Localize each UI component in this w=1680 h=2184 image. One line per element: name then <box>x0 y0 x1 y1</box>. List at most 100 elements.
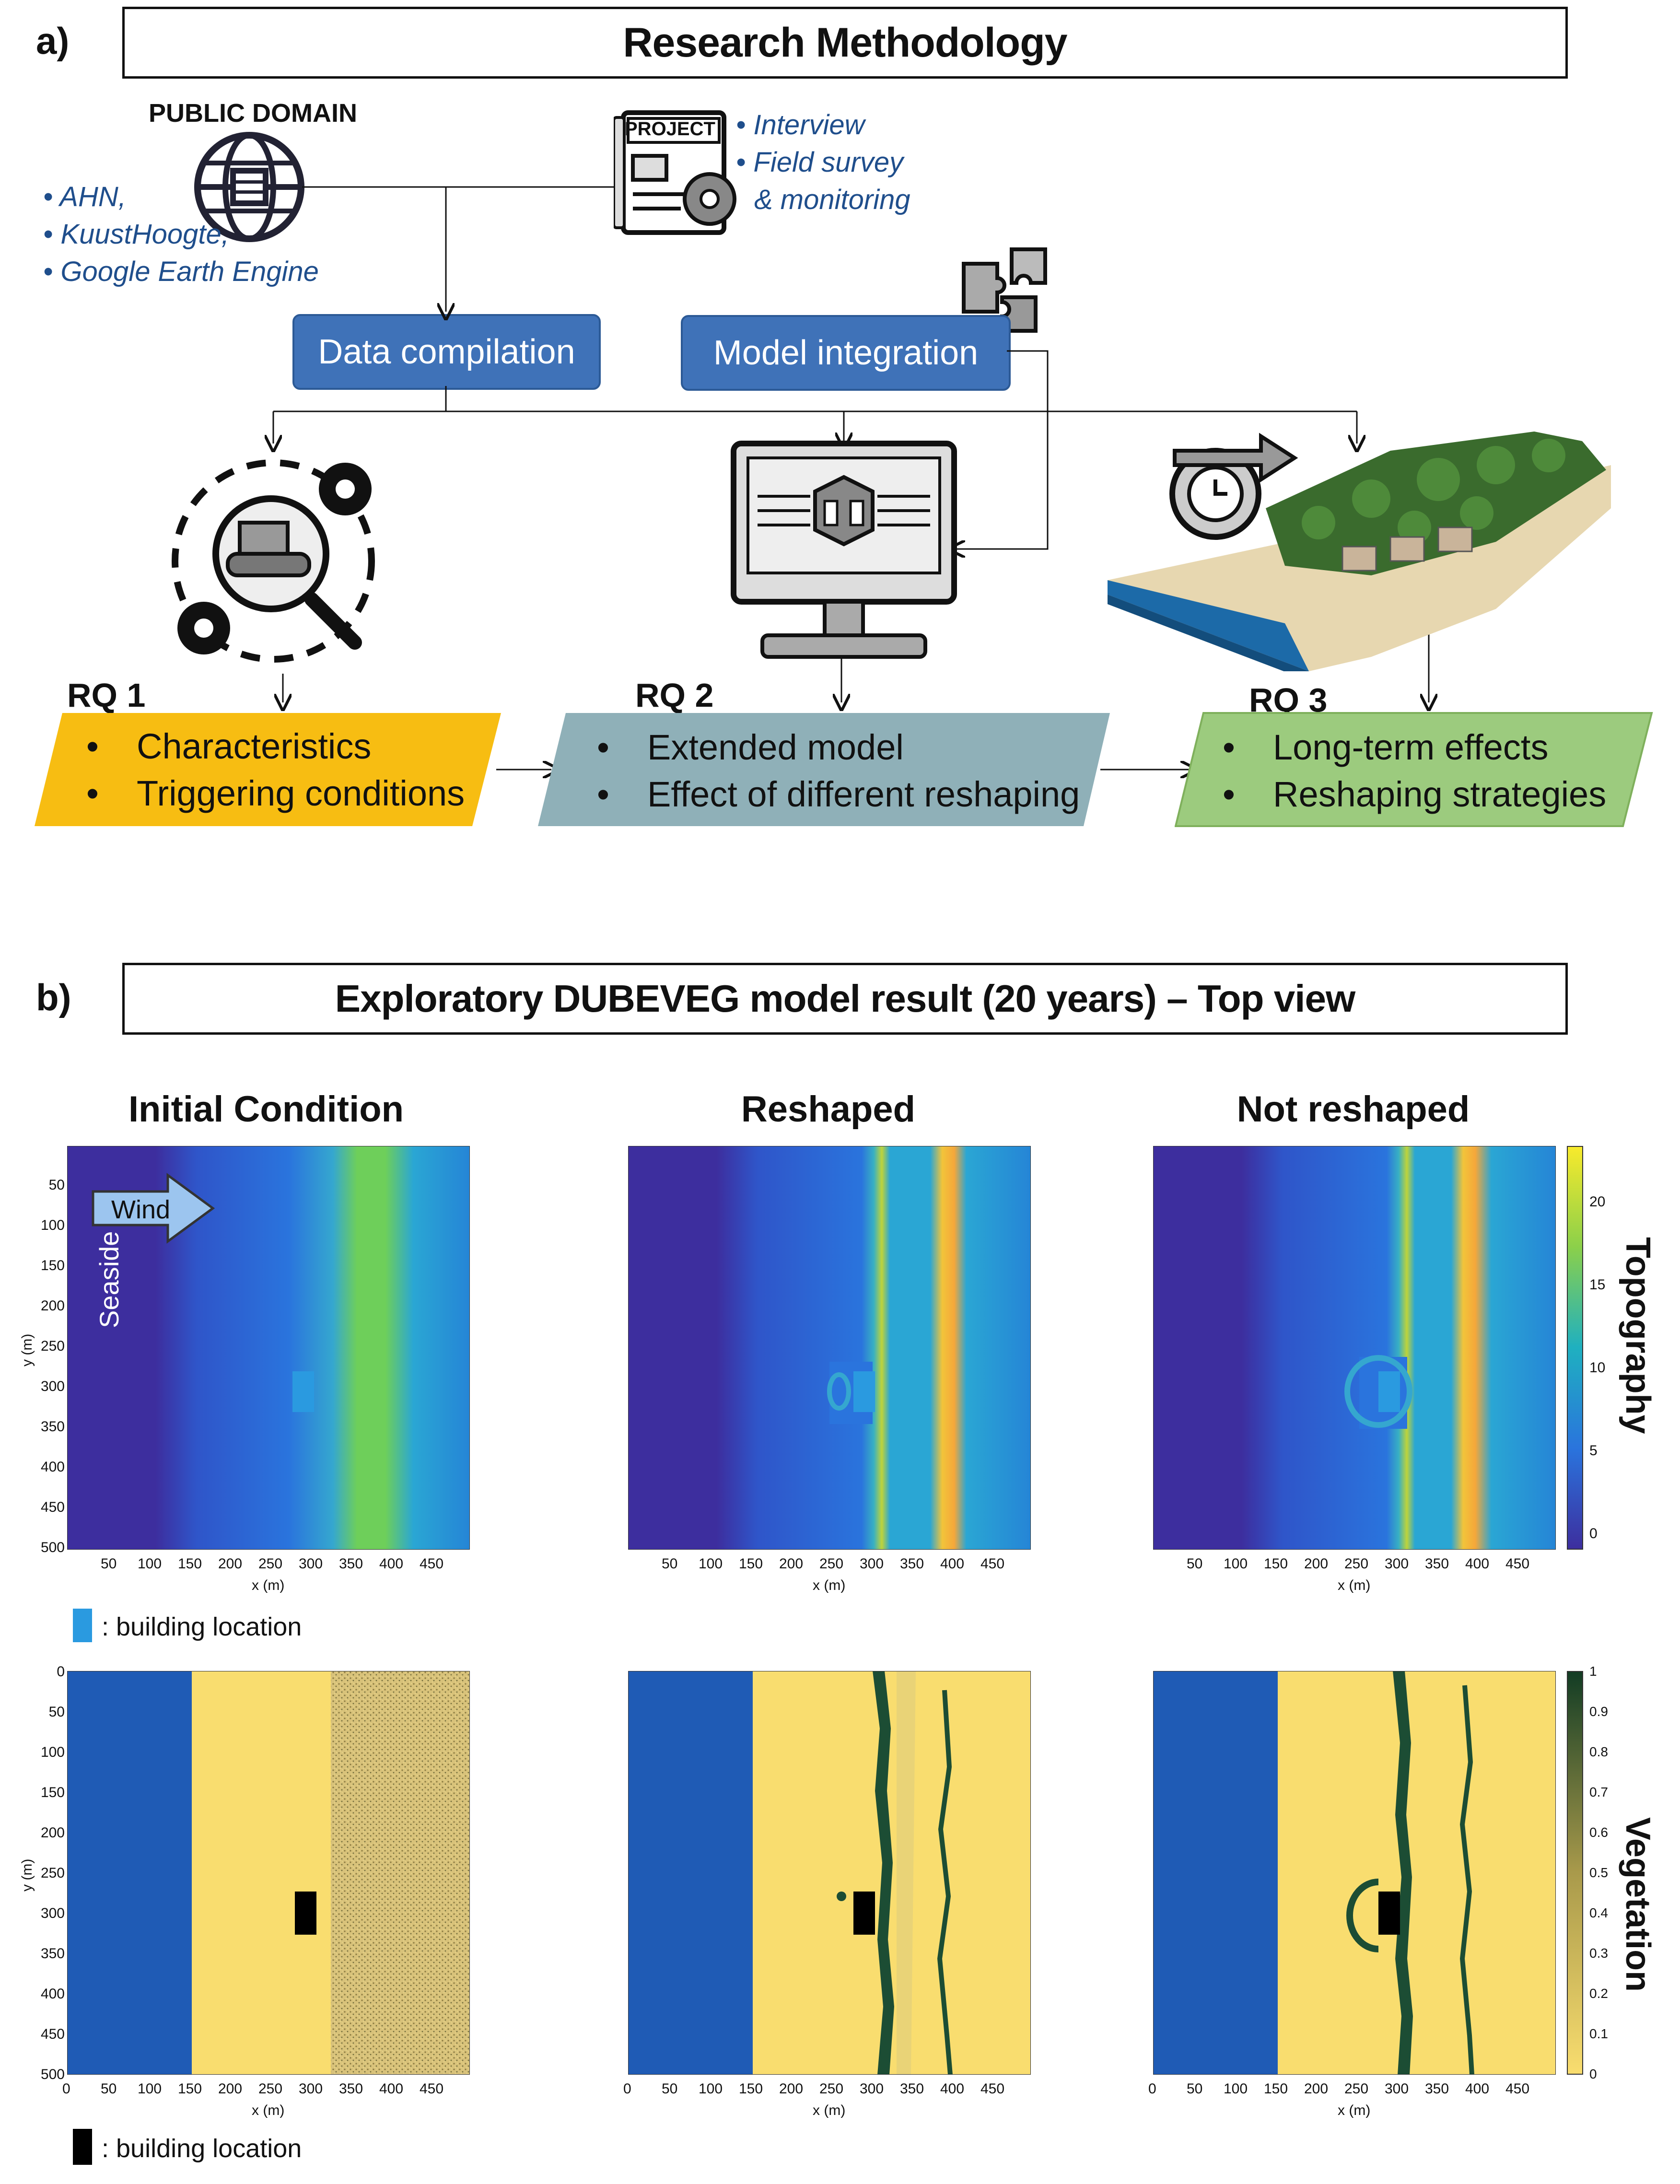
topo-map-not-reshaped <box>1153 1146 1556 1550</box>
rq2-bullet-1: Extended model <box>597 724 1080 771</box>
veg-x-label-not-reshaped: x (m) <box>1338 2102 1371 2118</box>
topo-cbar-tick-0: 0 <box>1589 1526 1598 1542</box>
col-title-reshaped: Reshaped <box>741 1089 916 1130</box>
veg-x-tick: 350 <box>1425 2081 1449 2097</box>
public-domain-label: PUBLIC DOMAIN <box>149 99 357 128</box>
veg-x-tick: 400 <box>1465 2081 1490 2097</box>
topo-x-ticks-reshaped: 50 100 150 200 250 300 350 400 450 <box>628 1556 1031 1575</box>
topo-y-tick: 350 <box>40 1419 65 1435</box>
rq3-bullet-2: Reshaping strategies <box>1223 771 1606 818</box>
veg-y-tick: 300 <box>40 1905 65 1921</box>
panel-a-letter: a) <box>36 20 70 62</box>
veg-x-tick: 100 <box>138 2081 162 2097</box>
project-sources: • Interview • Field survey & monitoring <box>736 106 910 219</box>
rq2-bullet-2: Effect of different reshaping <box>597 771 1080 818</box>
veg-y-tick: 200 <box>40 1825 65 1841</box>
veg-y-tick: 50 <box>48 1704 65 1720</box>
veg-colorbar <box>1567 1671 1583 2075</box>
col-title-initial: Initial Condition <box>128 1089 404 1130</box>
rq1-label: RQ 1 <box>67 677 146 714</box>
veg-x-tick: 200 <box>218 2081 243 2097</box>
bulldozer-search-icon <box>172 459 375 663</box>
veg-cbar-tick: 0.6 <box>1589 1825 1608 1840</box>
veg-x-tick: 300 <box>1385 2081 1409 2097</box>
seaside-label: Seaside <box>94 1231 124 1328</box>
topo-x-tick: 450 <box>980 1556 1005 1572</box>
project-document-icon <box>614 110 736 235</box>
veg-x-tick: 100 <box>699 2081 723 2097</box>
veg-cbar-ticks: 1 0.9 0.8 0.7 0.6 0.5 0.4 0.3 0.2 0.1 0 <box>1589 1664 1618 2081</box>
veg-x-tick: 150 <box>1264 2081 1288 2097</box>
veg-x-tick: 0 <box>623 2081 631 2097</box>
building-legend-swatch-topo <box>73 1609 92 1642</box>
veg-map-not-reshaped <box>1153 1671 1556 2075</box>
project-badge: PROJECT <box>625 118 715 140</box>
col-title-not-reshaped: Not reshaped <box>1237 1089 1470 1130</box>
veg-cbar-tick: 0.3 <box>1589 1946 1608 1961</box>
topo-x-tick: 100 <box>699 1556 723 1572</box>
topo-x-ticks-initial: 50 100 150 200 250 300 350 400 450 <box>67 1556 470 1575</box>
building-legend-text-topo: : building location <box>102 1612 302 1641</box>
veg-x-label-reshaped: x (m) <box>813 2102 846 2118</box>
topo-x-tick: 250 <box>819 1556 844 1572</box>
veg-x-tick: 450 <box>420 2081 444 2097</box>
veg-x-ticks-reshaped: 0 50 100 150 200 250 300 350 400 450 <box>623 2081 1036 2100</box>
topo-map-reshaped <box>628 1146 1031 1550</box>
topo-y-tick: 500 <box>40 1540 65 1555</box>
building-legend-text-veg: : building location <box>102 2134 302 2163</box>
topo-x-tick: 200 <box>218 1556 243 1572</box>
topo-colorbar-title: Topography <box>1619 1237 1657 1434</box>
veg-x-tick: 450 <box>980 2081 1005 2097</box>
topo-x-tick: 200 <box>779 1556 804 1572</box>
veg-x-tick: 250 <box>258 2081 283 2097</box>
veg-x-tick: 50 <box>1187 2081 1203 2097</box>
veg-y-tick: 350 <box>40 1946 65 1962</box>
veg-cbar-tick: 1 <box>1589 1664 1597 1679</box>
veg-cbar-tick: 0.9 <box>1589 1704 1608 1719</box>
veg-y-label: y (m) <box>19 1858 35 1892</box>
source-monitoring: & monitoring <box>754 184 910 215</box>
topo-x-tick: 350 <box>900 1556 924 1572</box>
rq3-bullet-1: Long-term effects <box>1223 724 1606 771</box>
rq1-bullets: Characteristics Triggering conditions <box>86 723 465 817</box>
topo-x-tick: 400 <box>1465 1556 1490 1572</box>
topo-x-tick: 400 <box>379 1556 404 1572</box>
veg-x-tick: 100 <box>1224 2081 1248 2097</box>
veg-x-tick: 150 <box>739 2081 763 2097</box>
veg-x-tick: 0 <box>1148 2081 1156 2097</box>
topo-y-tick: 450 <box>40 1499 65 1515</box>
veg-x-tick: 250 <box>1344 2081 1369 2097</box>
topo-y-ticks: 50 100 150 200 250 300 350 400 450 500 <box>38 1146 65 1555</box>
wind-arrow <box>92 1173 215 1244</box>
veg-map-initial <box>67 1671 470 2075</box>
veg-x-tick: 0 <box>62 2081 70 2097</box>
topo-x-tick: 50 <box>662 1556 678 1572</box>
topo-x-tick: 300 <box>1385 1556 1409 1572</box>
veg-x-tick: 250 <box>819 2081 844 2097</box>
topo-x-label-initial: x (m) <box>252 1577 285 1593</box>
rq1-bullet-2: Triggering conditions <box>86 770 465 817</box>
topo-x-tick: 50 <box>1187 1556 1203 1572</box>
topo-x-tick: 450 <box>1505 1556 1530 1572</box>
coastal-landscape-icon <box>1108 432 1611 671</box>
veg-x-tick: 400 <box>940 2081 965 2097</box>
building-legend-swatch-veg <box>73 2129 92 2165</box>
computer-model-icon <box>731 441 957 659</box>
topo-x-tick: 100 <box>138 1556 162 1572</box>
topo-x-tick: 250 <box>258 1556 283 1572</box>
veg-x-tick: 400 <box>379 2081 404 2097</box>
topo-x-tick: 150 <box>739 1556 763 1572</box>
wind-label: Wind <box>111 1195 171 1224</box>
veg-map-reshaped <box>628 1671 1031 2075</box>
veg-x-tick: 300 <box>299 2081 323 2097</box>
topo-y-label: y (m) <box>19 1333 35 1366</box>
veg-x-tick: 350 <box>900 2081 924 2097</box>
topo-cbar-tick-10: 10 <box>1589 1360 1606 1376</box>
veg-y-tick: 250 <box>40 1865 65 1881</box>
veg-y-tick: 400 <box>40 1986 65 2002</box>
topo-x-tick: 350 <box>339 1556 363 1572</box>
source-ahn: • AHN, <box>43 181 126 212</box>
veg-cbar-tick: 0.2 <box>1589 1986 1608 2001</box>
veg-y-tick: 150 <box>40 1785 65 1800</box>
rq2-bullets: Extended model Effect of different resha… <box>597 724 1080 818</box>
